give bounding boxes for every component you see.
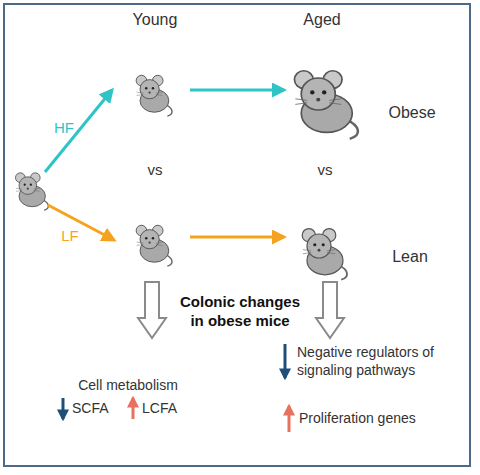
hollow-down-arrow — [316, 282, 344, 338]
aging-arrow-obese — [190, 89, 284, 92]
comparison-label: vs — [318, 161, 333, 180]
diet-label: HF — [54, 119, 74, 138]
diet-label: LF — [61, 227, 79, 246]
column-heading: Young — [133, 10, 178, 30]
young-obese-mouse — [136, 75, 172, 116]
decrease-arrow — [284, 344, 287, 378]
conclusion-heading: Colonic changes in obese mice — [176, 293, 304, 331]
row-heading: Obese — [388, 103, 435, 123]
decrease-arrow — [62, 398, 65, 419]
aged-lean-mouse — [302, 229, 347, 280]
finding-text: SCFA — [72, 400, 109, 418]
comparison-label: vs — [148, 161, 163, 180]
finding-text: Proliferation genes — [299, 410, 416, 428]
aged-obese-mouse — [294, 71, 357, 139]
figure-border — [4, 4, 470, 466]
lf-arrow — [48, 205, 114, 240]
finding-text: Negative regulators of signaling pathway… — [297, 344, 447, 379]
aging-arrow-lean — [190, 236, 284, 239]
increase-arrow — [132, 398, 135, 419]
column-heading: Aged — [303, 10, 340, 30]
finding-text: LCFA — [142, 400, 177, 418]
hollow-down-arrow — [138, 282, 166, 338]
row-heading: Lean — [392, 247, 428, 267]
start-mouse — [15, 173, 48, 210]
category-label: Cell metabolism — [78, 377, 178, 395]
hf-arrow — [45, 90, 112, 172]
increase-arrow — [288, 406, 291, 432]
young-lean-mouse — [136, 225, 172, 266]
aged-obese-mouse-shape — [294, 71, 357, 139]
